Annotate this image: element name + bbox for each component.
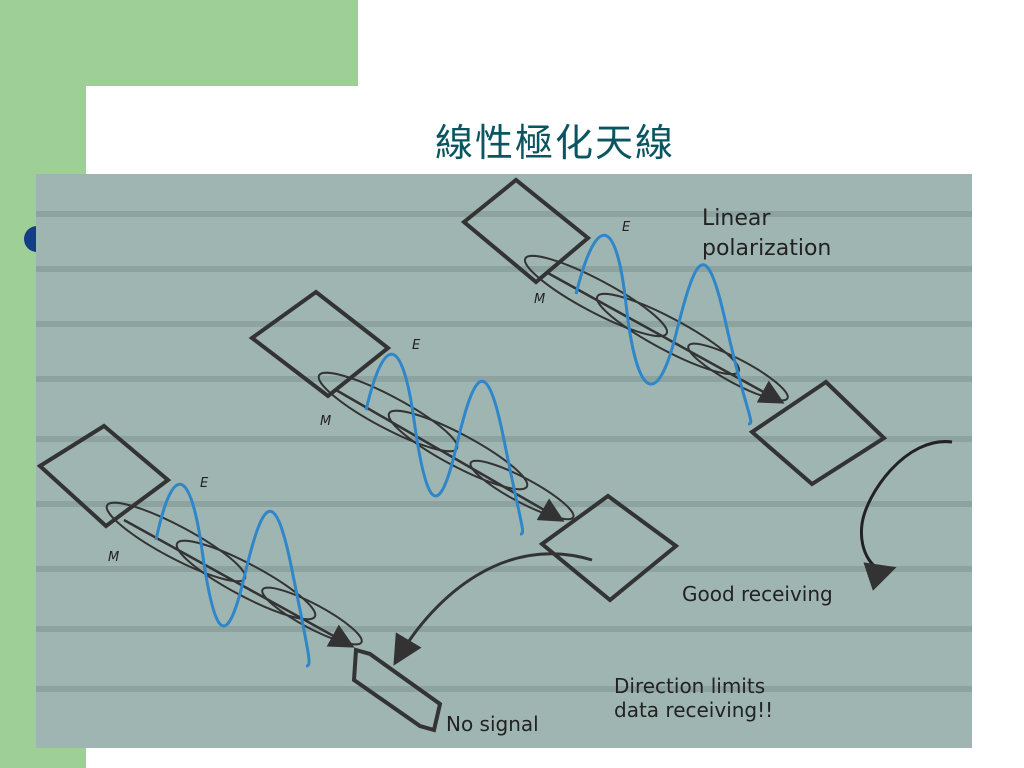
label-good-receiving: Good receiving: [682, 582, 833, 606]
label-data-receiving: data receiving!!: [614, 698, 774, 722]
antenna-polarization-figure: Linear polarization Good receiving No si…: [36, 174, 972, 748]
antenna-source-bottom: [36, 423, 172, 529]
antenna-receiver-none: [351, 647, 443, 733]
label-polarization: polarization: [702, 236, 832, 261]
label-no-signal: No signal: [446, 712, 539, 736]
antenna-source-middle: [248, 289, 392, 399]
antenna-receiver-good: [538, 493, 680, 603]
label-m-middle: M: [320, 414, 332, 429]
wave-axis-middle: [335, 388, 565, 522]
slide-title: 線性極化天線: [434, 121, 675, 165]
label-e-middle: E: [412, 338, 421, 353]
top-accent-bar: [0, 0, 358, 86]
rotation-arrow-right: [859, 440, 953, 591]
label-linear: Linear: [702, 206, 771, 231]
label-e-top: E: [622, 220, 631, 235]
label-e-bottom: E: [200, 476, 209, 491]
label-m-top: M: [534, 292, 546, 307]
rotation-arrow: [393, 552, 593, 666]
e-field-bottom: [154, 482, 311, 668]
antenna-source-top: [460, 177, 592, 285]
label-m-bottom: M: [108, 550, 120, 565]
e-field-middle: [364, 352, 525, 536]
polarization-diagram: [36, 177, 972, 733]
label-direction-limits: Direction limits: [614, 674, 766, 698]
antenna-receiver-top: [748, 379, 888, 487]
e-field-top: [574, 233, 753, 426]
